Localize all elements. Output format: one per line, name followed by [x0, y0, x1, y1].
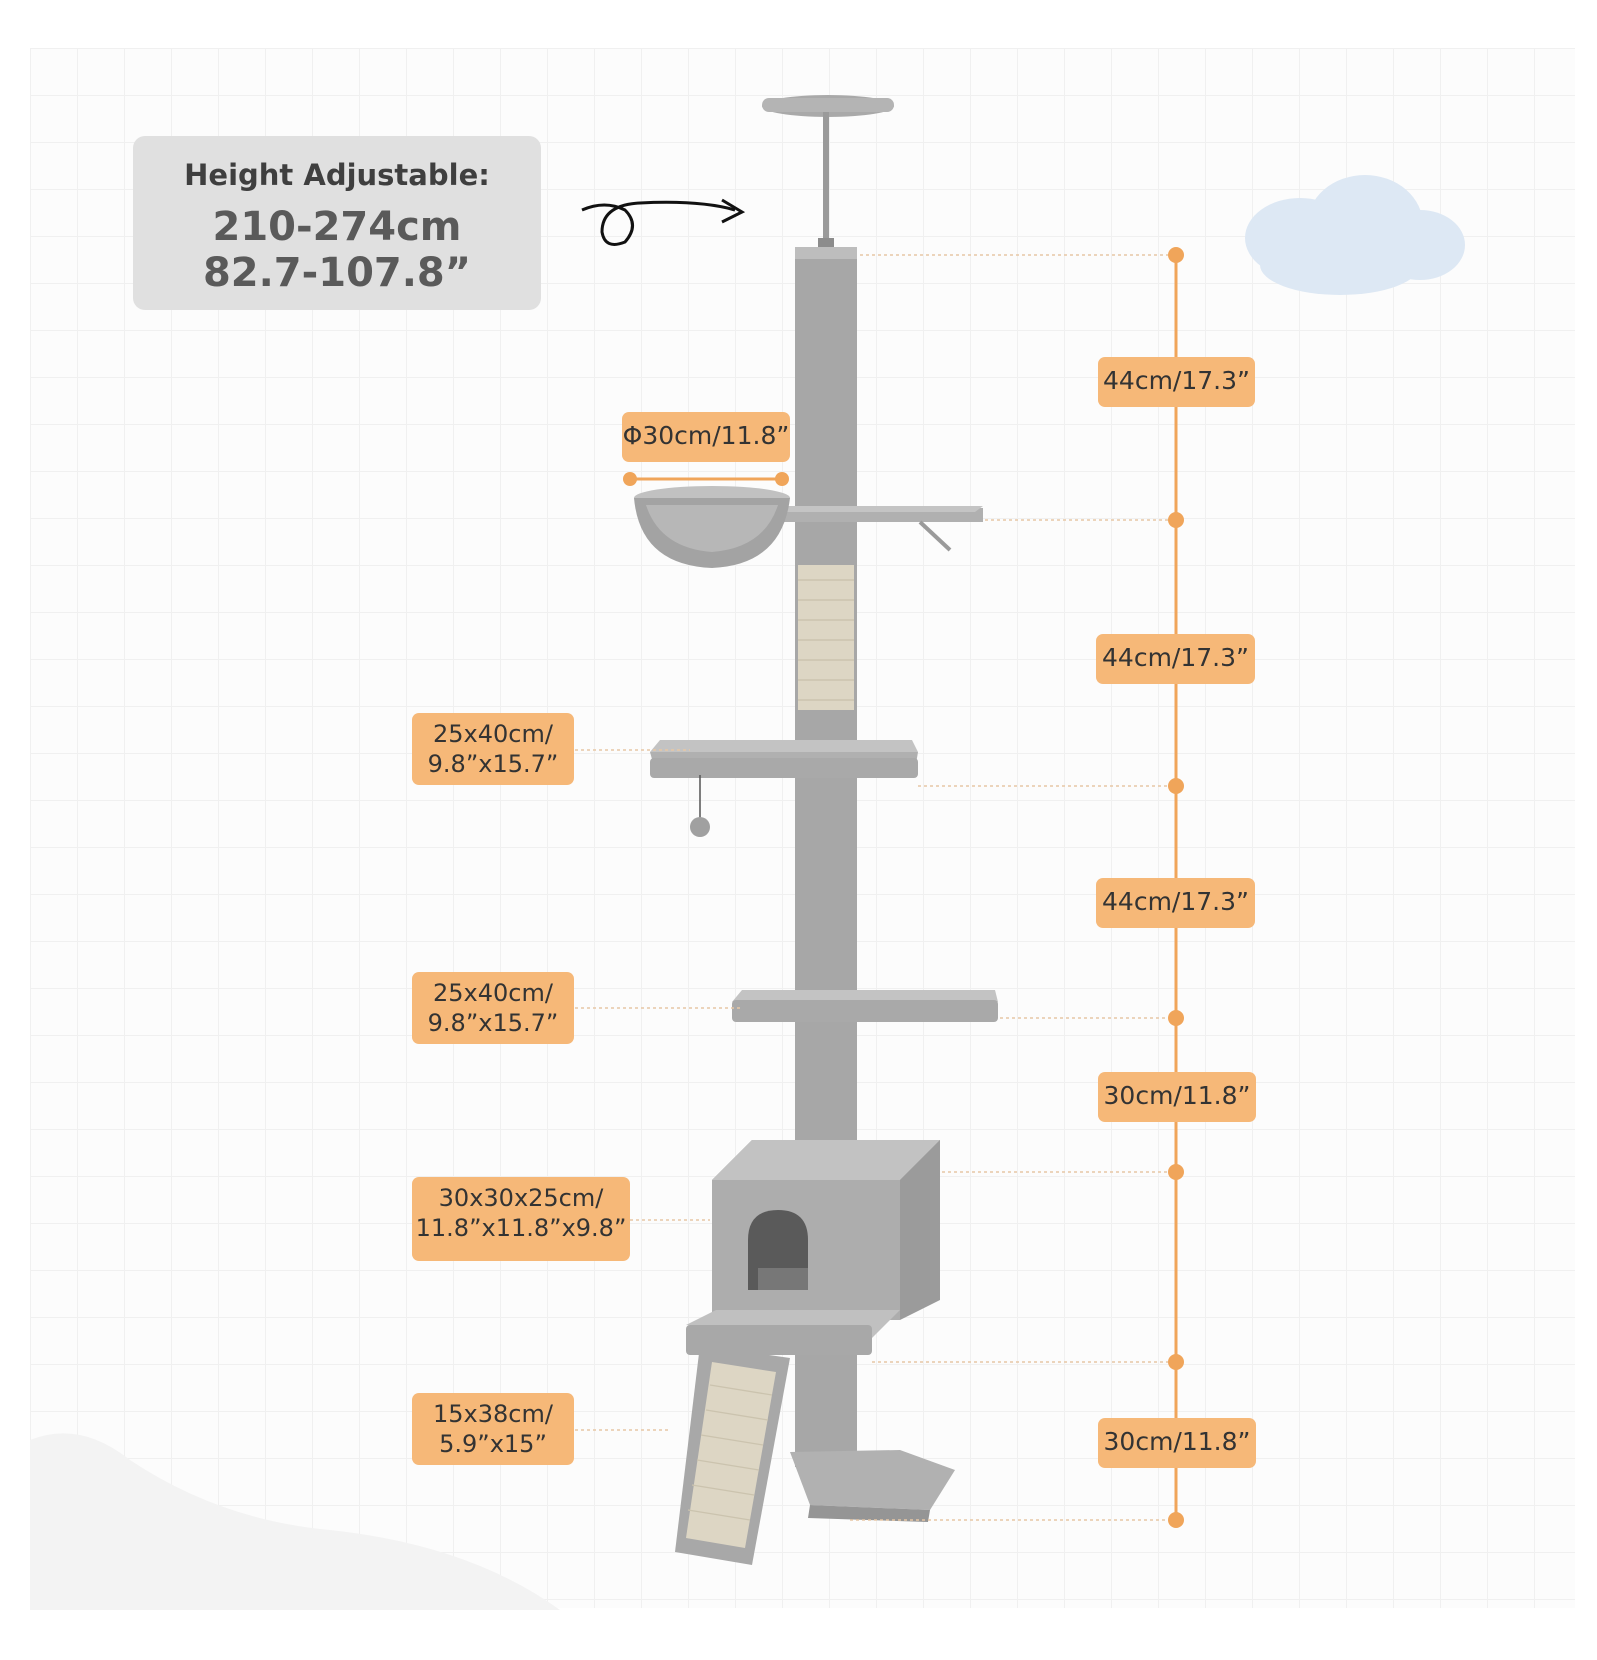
height-tag-1: 44cm/17.3” [1098, 357, 1255, 407]
condo-line2: 11.8”x11.8”x9.8” [415, 1214, 627, 1242]
condo-line1: 30x30x25cm/ [438, 1184, 604, 1212]
cloud-icon [1245, 175, 1465, 295]
platform-lower-line1: 25x40cm/ [433, 979, 553, 1007]
ramp-line1: 15x38cm/ [433, 1400, 553, 1428]
condo-base [686, 1310, 900, 1355]
height-tag-4: 30cm/11.8” [1098, 1072, 1256, 1122]
hill-shape [30, 1433, 560, 1610]
platform-lower [732, 990, 998, 1022]
sisal-post [798, 565, 854, 710]
curly-arrow-icon [581, 198, 746, 246]
pom-pom-toy [690, 817, 710, 837]
platform-upper-tag: 25x40cm/ 9.8”x15.7” [412, 713, 574, 785]
height-tag-5: 30cm/11.8” [1098, 1418, 1256, 1468]
basket-diameter-tag: Φ30cm/11.8” [622, 412, 790, 462]
height-tag-3: 44cm/17.3” [1096, 878, 1255, 928]
adjustable-rod [823, 112, 829, 247]
condo-tag: 30x30x25cm/ 11.8”x11.8”x9.8” [412, 1177, 630, 1261]
platform-lower-line2: 9.8”x15.7” [427, 1009, 559, 1037]
ramp-line2: 5.9”x15” [439, 1430, 547, 1458]
height-adjustable-callout: Height Adjustable: 210-274cm 82.7-107.8” [133, 136, 541, 310]
platform-upper [650, 740, 918, 778]
height-tag-2: 44cm/17.3” [1096, 634, 1255, 684]
leader-lines [575, 254, 1168, 1521]
platform-upper-line2: 9.8”x15.7” [427, 750, 559, 778]
hammock-basket [634, 486, 790, 568]
condo-box [712, 1140, 940, 1320]
platform-lower-tag: 25x40cm/ 9.8”x15.7” [412, 972, 574, 1044]
dimension-dots [1168, 247, 1184, 1528]
diameter-marker [623, 472, 789, 486]
scratching-ramp [675, 1345, 790, 1565]
foot-base [790, 1450, 955, 1522]
platform-upper-line1: 25x40cm/ [433, 720, 553, 748]
top-pad [762, 95, 894, 117]
callout-metric: 210-274cm [212, 204, 462, 250]
callout-title: Height Adjustable: [184, 158, 490, 192]
callout-imperial: 82.7-107.8” [202, 250, 472, 296]
ramp-tag: 15x38cm/ 5.9”x15” [412, 1393, 574, 1465]
